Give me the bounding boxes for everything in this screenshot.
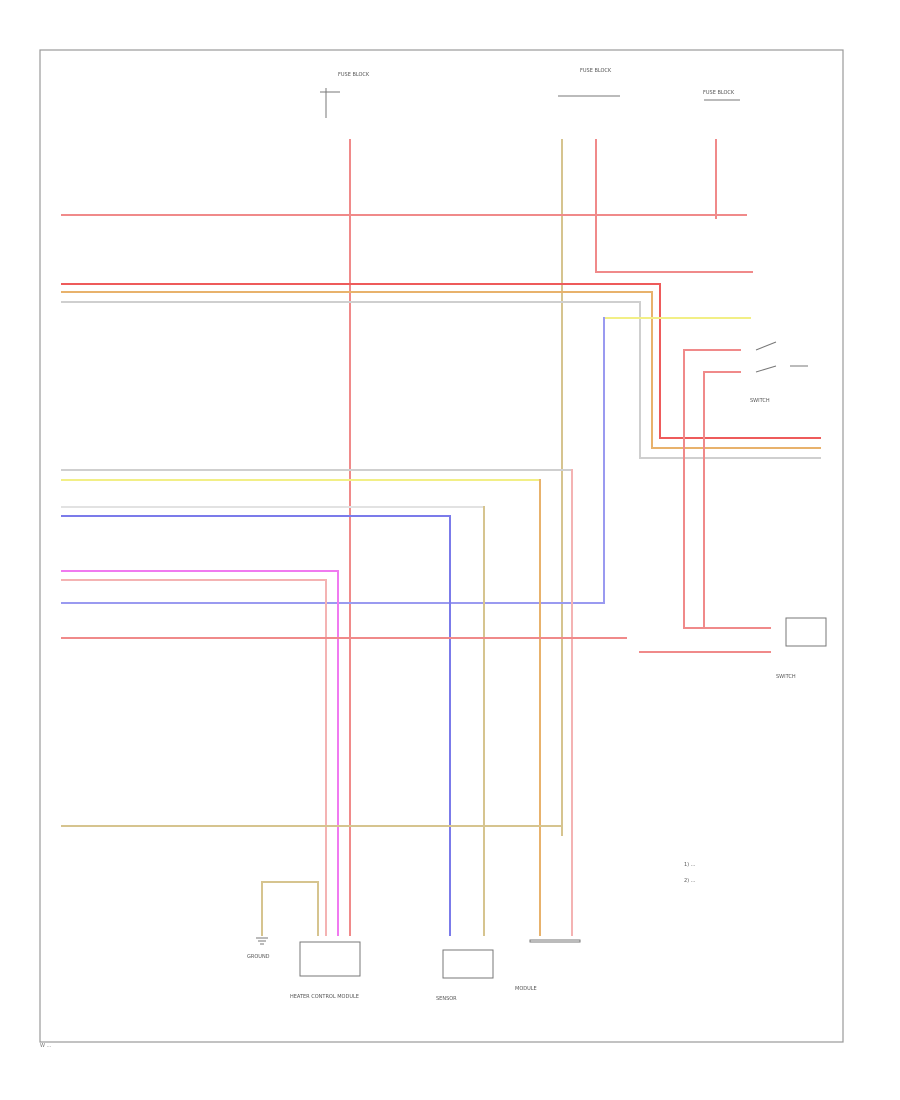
ground-label: GROUND [247, 954, 270, 960]
wire-orange-right [651, 291, 821, 449]
component-1-label: HEATER CONTROL MODULE [290, 994, 359, 1000]
wire-blue-long [61, 317, 605, 604]
ground-icon [256, 937, 268, 945]
fuse-block-2: FUSE BLOCK [558, 68, 620, 97]
wire-grey-right [639, 301, 821, 459]
component-2-label: SENSOR [436, 996, 457, 1002]
wire-ground [261, 881, 319, 936]
wire-red-strong-right [659, 283, 821, 439]
component-2 [442, 949, 494, 979]
component-1 [299, 941, 361, 977]
component-3-label: MODULE [515, 986, 537, 992]
switch-label-right-lower: SWITCH [776, 674, 796, 680]
wire-red-lower-right [683, 439, 771, 629]
diagram-footer: W ... [40, 1043, 52, 1049]
fuse-block-2-title: FUSE BLOCK [580, 68, 612, 74]
fuse-block-1-title: FUSE BLOCK [338, 72, 370, 78]
component-3 [529, 939, 581, 943]
switch-icon [755, 341, 808, 373]
fuse-block-3: FUSE BLOCK [703, 90, 740, 101]
fuse-block-3-title: FUSE BLOCK [703, 90, 735, 96]
legend-item-1: 1) ... [684, 862, 696, 868]
wire-red-relay-2 [703, 371, 741, 441]
connector-icon [785, 617, 827, 647]
wire-red-relay-1 [683, 349, 741, 441]
diagram-frame [39, 49, 844, 1043]
switch-label-right-upper: SWITCH [750, 398, 770, 404]
legend-item-2: 2) ... [684, 878, 696, 884]
fuse-block-1: FUSE BLOCK [320, 72, 370, 118]
